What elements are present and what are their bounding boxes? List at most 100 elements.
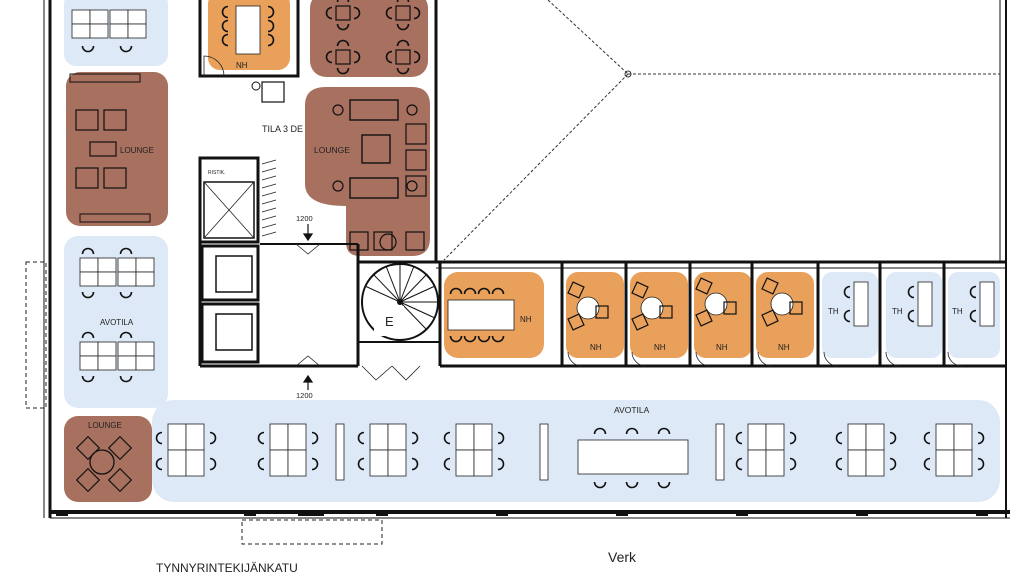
cafe-table bbox=[395, 49, 411, 65]
tila-label: TILA 3 DE bbox=[262, 124, 303, 134]
phone-room-2-label: TH bbox=[892, 307, 903, 316]
dimension-arrows bbox=[302, 224, 314, 390]
desk bbox=[71, 9, 91, 25]
meeting-room-top-label: NH bbox=[236, 61, 248, 70]
chair bbox=[843, 309, 851, 323]
desk bbox=[369, 423, 389, 451]
chair bbox=[209, 457, 217, 471]
desk bbox=[167, 423, 187, 451]
lounge-bottom-label: LOUNGE bbox=[88, 421, 122, 430]
desk bbox=[935, 423, 955, 451]
chair bbox=[449, 335, 463, 343]
desk bbox=[79, 355, 99, 371]
meeting-room-2-label: NH bbox=[590, 343, 602, 352]
open-area-bottom-label: AVOTILA bbox=[614, 405, 650, 415]
street-name: TYNNYRINTEKIJÄNKATU bbox=[156, 561, 298, 575]
chair bbox=[625, 427, 639, 435]
chair bbox=[491, 287, 505, 295]
chair bbox=[336, 39, 350, 47]
chair bbox=[631, 313, 649, 331]
chair bbox=[835, 431, 843, 445]
window-segments bbox=[56, 510, 988, 516]
desk bbox=[979, 281, 995, 327]
lounge-area-top bbox=[310, 0, 428, 77]
desk bbox=[135, 341, 155, 357]
chair bbox=[695, 309, 713, 327]
armchair bbox=[75, 167, 99, 189]
chair bbox=[657, 481, 671, 489]
chair bbox=[789, 431, 797, 445]
chair bbox=[353, 50, 361, 64]
armchair bbox=[107, 435, 133, 461]
round-table bbox=[640, 296, 664, 320]
desk bbox=[97, 271, 117, 287]
chair bbox=[497, 457, 505, 471]
chair bbox=[267, 5, 275, 19]
desk bbox=[97, 341, 117, 357]
side-table bbox=[332, 180, 344, 192]
round-table bbox=[770, 292, 794, 316]
chair bbox=[413, 6, 421, 20]
chair bbox=[761, 309, 779, 327]
side-table bbox=[251, 81, 261, 91]
open-area-bottom bbox=[152, 400, 1000, 502]
lounge-center-label: LOUNGE bbox=[314, 145, 350, 155]
chair bbox=[889, 457, 897, 471]
chair bbox=[267, 33, 275, 47]
chair bbox=[889, 431, 897, 445]
chair bbox=[119, 291, 133, 299]
armchair bbox=[103, 109, 127, 131]
armchair bbox=[75, 467, 101, 493]
side-table bbox=[406, 180, 418, 192]
desk bbox=[269, 449, 289, 477]
desk bbox=[117, 355, 137, 371]
desk bbox=[287, 449, 307, 477]
desk bbox=[747, 449, 767, 477]
chair bbox=[977, 431, 985, 445]
chair bbox=[119, 45, 133, 53]
chair bbox=[257, 457, 265, 471]
armchair bbox=[405, 123, 427, 145]
chair bbox=[567, 281, 585, 299]
meeting-table bbox=[235, 5, 261, 55]
armchair bbox=[373, 231, 393, 251]
chair bbox=[357, 431, 365, 445]
chair bbox=[385, 6, 393, 20]
dimension-label-top: 1200 bbox=[296, 214, 313, 223]
sofa bbox=[69, 73, 141, 83]
chair bbox=[477, 335, 491, 343]
chair bbox=[723, 301, 737, 315]
meeting-room-4 bbox=[694, 272, 752, 358]
chair bbox=[969, 285, 977, 299]
chair bbox=[595, 305, 609, 319]
furniture bbox=[69, 0, 995, 493]
desk bbox=[287, 423, 307, 451]
chair bbox=[463, 287, 477, 295]
desk bbox=[847, 423, 867, 451]
chair bbox=[119, 375, 133, 383]
chair bbox=[659, 305, 673, 319]
desk bbox=[135, 355, 155, 371]
chair bbox=[449, 287, 463, 295]
lounge-area-center bbox=[305, 87, 430, 256]
desk bbox=[127, 23, 147, 39]
desk bbox=[97, 355, 117, 371]
sofa bbox=[79, 213, 151, 223]
chair bbox=[907, 309, 915, 323]
chair bbox=[735, 431, 743, 445]
chair bbox=[463, 335, 477, 343]
chair bbox=[221, 33, 229, 47]
chair bbox=[695, 277, 713, 295]
stair-label: E bbox=[385, 314, 394, 329]
stair-ticks bbox=[261, 159, 277, 237]
divider bbox=[539, 423, 549, 481]
chair bbox=[735, 457, 743, 471]
walls bbox=[25, 0, 1010, 545]
desk bbox=[185, 423, 205, 451]
chair bbox=[81, 375, 95, 383]
chair bbox=[221, 19, 229, 33]
chair bbox=[396, 0, 410, 3]
desk bbox=[953, 449, 973, 477]
armchair bbox=[405, 175, 427, 197]
desk bbox=[387, 423, 407, 451]
